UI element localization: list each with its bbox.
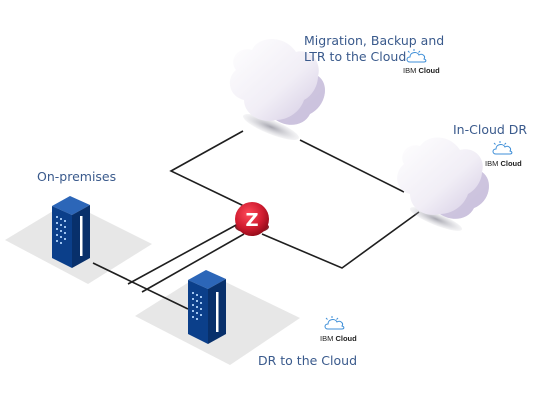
on-premises-label: On-premises [37, 169, 117, 184]
ibm-cloud-icon [492, 141, 513, 155]
ibm-cloud-icon [406, 49, 427, 63]
ibm-cloud-badge-incloud: IBM Cloud [485, 141, 522, 168]
svg-text:IBM Cloud: IBM Cloud [485, 159, 522, 168]
migration-cloud-shadow [243, 114, 299, 140]
line-migration-to-incloud [299, 139, 405, 193]
incloud-cloud-shadow [409, 207, 463, 231]
line-onprem-to-zerto-a [127, 223, 239, 285]
incloud-cloud-icon [397, 137, 489, 219]
migration-cloud-icon [229, 39, 325, 125]
on-premises-server-icon [52, 196, 90, 268]
ibm-cloud-badge-dr: IBM Cloud [320, 316, 357, 343]
line-zerto-to-incloud [261, 211, 420, 269]
connection-lines [92, 130, 420, 310]
svg-text:IBM Cloud: IBM Cloud [403, 66, 440, 75]
dr-server-icon [188, 270, 226, 344]
ibm-cloud-badge-migration: IBM Cloud [403, 49, 440, 75]
dr-to-cloud-label: DR to the Cloud [258, 353, 357, 368]
svg-text:IBM Cloud: IBM Cloud [320, 334, 357, 343]
migration-label-line1: Migration, Backup and [304, 33, 445, 48]
zerto-logo-letter: Z [245, 210, 258, 231]
migration-label-line2: LTR to the Cloud [304, 49, 407, 64]
line-zerto-to-migration-cloud [169, 130, 247, 208]
zerto-logo-icon: Z [235, 202, 269, 236]
in-cloud-dr-label: In-Cloud DR [453, 122, 528, 137]
line-onprem-to-zerto-b [141, 233, 245, 293]
line-onprem-to-dr [92, 262, 189, 310]
ibm-cloud-icon [324, 316, 345, 330]
